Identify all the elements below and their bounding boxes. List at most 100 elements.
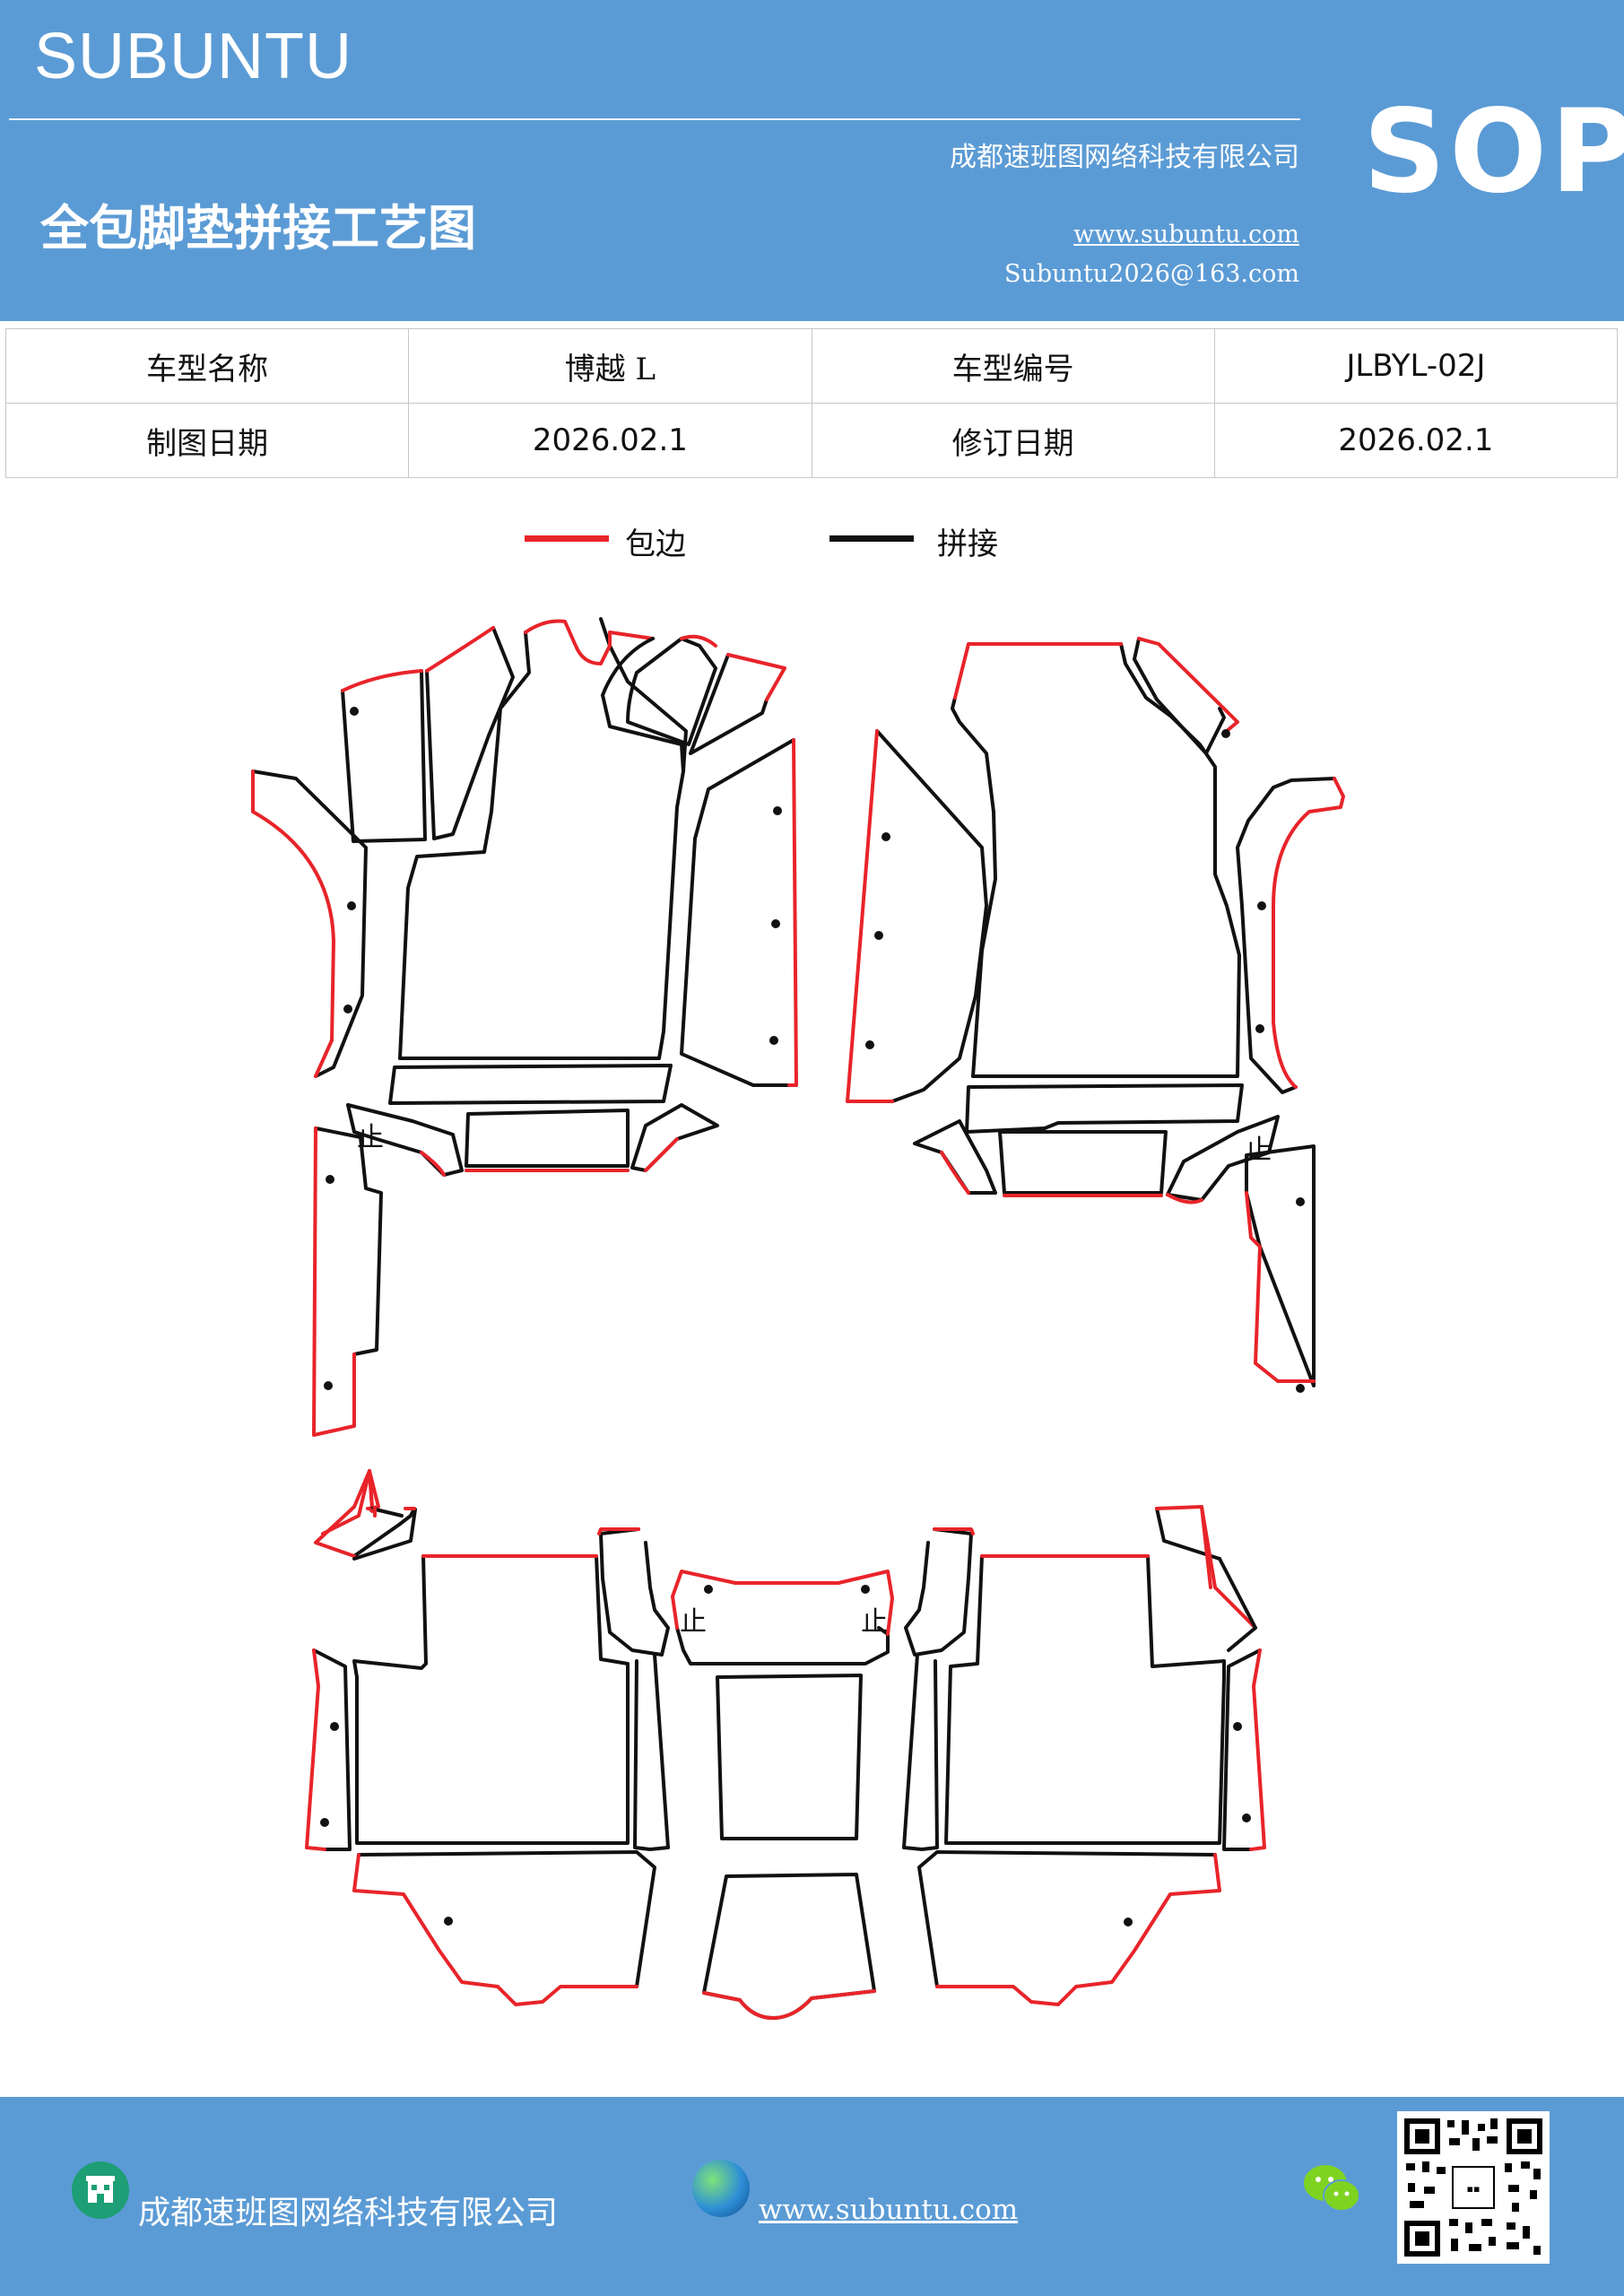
front-left-mats: 止 <box>251 617 798 1437</box>
mat-piece <box>904 1527 973 1657</box>
mat-piece <box>689 653 769 755</box>
mat-piece <box>321 1469 380 1535</box>
button-hole <box>1124 1918 1133 1926</box>
document-title: 全包脚垫拼接工艺图 <box>40 199 476 257</box>
model-name-value: 博越 L <box>408 328 812 404</box>
mat-piece <box>597 1527 640 1535</box>
mat-piece <box>917 1850 1217 1988</box>
mat-piece <box>398 617 688 1060</box>
mat-piece <box>1166 1115 1280 1202</box>
mat-piece <box>346 1103 464 1177</box>
button-hole <box>773 806 782 815</box>
mat-piece <box>251 770 335 1078</box>
mat-piece <box>312 1126 356 1437</box>
mat-piece <box>953 642 1123 700</box>
mat-piece <box>965 1083 1244 1134</box>
mat-piece <box>368 1507 374 1513</box>
button-hole <box>1257 901 1266 910</box>
stop-mark: 止 <box>357 1122 384 1153</box>
mat-piece <box>913 1119 997 1195</box>
mat-piece <box>1155 1505 1212 1589</box>
mat-piece <box>680 738 795 1087</box>
mat-piece <box>675 1626 890 1665</box>
mat-piece <box>630 1103 719 1172</box>
mat-piece <box>314 1126 383 1356</box>
mat-piece <box>251 770 368 1078</box>
button-hole <box>320 1818 329 1827</box>
draw-date-value: 2026.02.1 <box>408 403 812 478</box>
mat-piece <box>352 1554 630 1845</box>
model-code-label: 车型编号 <box>811 328 1215 404</box>
mat-piece <box>352 1853 638 2006</box>
button-hole <box>444 1917 453 1926</box>
mat-piece <box>875 729 988 1103</box>
mat-piece <box>726 653 786 701</box>
sop-badge: SOP <box>1363 85 1624 219</box>
mat-piece <box>341 669 423 692</box>
stop-mark: 止 <box>1245 1135 1272 1166</box>
footer-website-link[interactable]: www.subuntu.com <box>759 2194 1019 2226</box>
button-hole <box>881 832 890 841</box>
mat-piece <box>312 1648 352 1851</box>
model-name-label: 车型名称 <box>4 328 410 404</box>
mat-piece <box>1245 1191 1316 1383</box>
legend-swatch-binding <box>525 535 609 542</box>
mat-piece <box>425 626 515 840</box>
button-hole <box>343 1004 352 1013</box>
mat-piece <box>1272 777 1345 1089</box>
revision-date-label: 修订日期 <box>811 403 1215 478</box>
mat-piece <box>352 1508 417 1561</box>
button-hole <box>704 1585 713 1594</box>
mat-piece <box>998 1130 1168 1195</box>
mat-piece <box>680 634 717 648</box>
button-hole <box>874 931 883 940</box>
rear-mats: 止 止 <box>305 1469 1266 2020</box>
qr-code-icon: ▪▪ <box>1397 2111 1550 2264</box>
button-hole <box>326 1175 334 1184</box>
mat-piece <box>944 1554 1226 1845</box>
button-hole <box>330 1722 339 1731</box>
mat-piece <box>1245 1144 1316 1387</box>
mat-piece <box>357 1850 656 1988</box>
mat-piece <box>465 1109 630 1168</box>
mat-piece <box>305 1648 326 1851</box>
legend: 包边 拼接 <box>525 525 1063 570</box>
mat-piece <box>846 729 894 1103</box>
mat-piece <box>314 1469 374 1558</box>
button-hole <box>350 707 359 716</box>
mat-piece <box>1222 1648 1262 1851</box>
mat-piece <box>671 1570 894 1636</box>
footer-company: 成都速班图网络科技有限公司 <box>138 2195 559 2231</box>
mat-piece <box>369 1507 404 1518</box>
revision-date-value: 2026.02.1 <box>1213 403 1619 478</box>
page-header: SUBUNTU SOP 成都速班图网络科技有限公司 全包脚垫拼接工艺图 www.… <box>0 0 1624 321</box>
button-hole <box>1221 729 1230 738</box>
mat-piece <box>425 626 495 673</box>
legend-label-binding: 包边 <box>625 526 686 562</box>
table-row: 车型名称 博越 L 车型编号 JLBYL-02J <box>4 328 1619 404</box>
header-company: 成都速班图网络科技有限公司 <box>950 142 1299 173</box>
vehicle-info-table: 车型名称 博越 L 车型编号 JLBYL-02J 制图日期 2026.02.1 … <box>4 328 1619 478</box>
mat-piece <box>1249 1648 1266 1851</box>
button-hole <box>861 1585 870 1594</box>
button-hole <box>769 1036 778 1045</box>
button-hole <box>1296 1197 1305 1206</box>
mat-piece <box>902 1653 939 1851</box>
wechat-icon[interactable] <box>1300 2160 1365 2217</box>
legend-label-seam: 拼接 <box>937 526 998 562</box>
button-hole <box>771 919 780 928</box>
mat-piece <box>388 1064 673 1105</box>
mat-piece <box>702 1873 876 2020</box>
mat-piece <box>787 738 798 1087</box>
mat-piece <box>702 1989 876 2020</box>
button-hole <box>1255 1024 1264 1033</box>
button-hole <box>1242 1813 1251 1822</box>
button-hole <box>324 1381 333 1390</box>
mat-piece <box>1137 637 1239 733</box>
button-hole <box>347 901 356 910</box>
header-divider <box>9 118 1300 120</box>
mat-piece <box>633 1653 670 1851</box>
header-website-link[interactable]: www.subuntu.com <box>1073 221 1299 248</box>
mat-piece <box>601 637 685 773</box>
mat-piece <box>1166 1193 1203 1205</box>
